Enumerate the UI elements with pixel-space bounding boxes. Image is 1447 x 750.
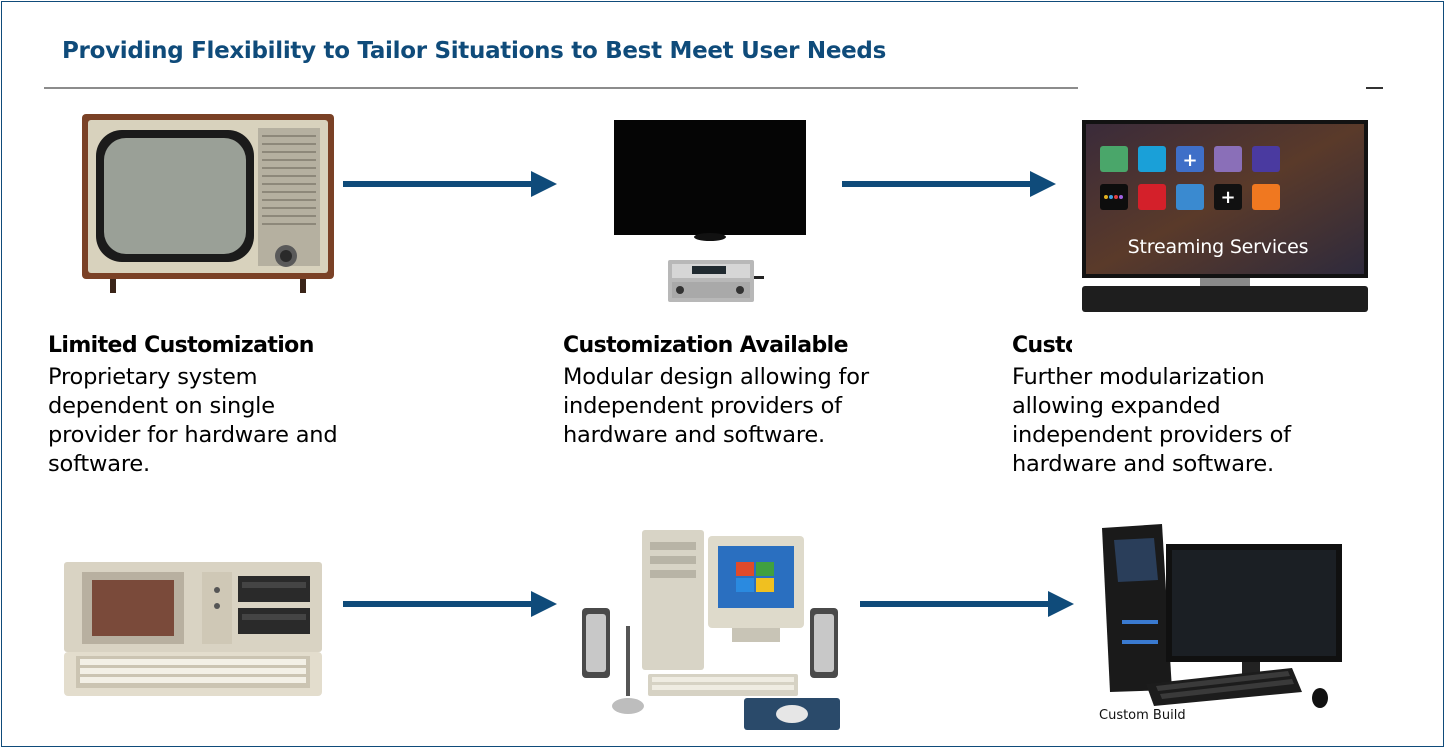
- smart-tv-image: + + Streaming Services: [1082, 120, 1368, 312]
- custom-build-pc-image: [1102, 524, 1342, 708]
- stage-heading: Limited Customization: [48, 333, 314, 358]
- arrow-right-icon: [343, 171, 557, 197]
- vintage-tv-image: [82, 114, 334, 293]
- divider-dash: [1366, 87, 1383, 89]
- stage-available: Customization Available Modular design a…: [563, 333, 883, 450]
- stage-description: Further modularization allowing expanded…: [1012, 364, 1291, 477]
- flat-tv-image: [614, 120, 806, 302]
- arrow-right-icon: [343, 591, 557, 617]
- stage-limited: Limited Customization Proprietary system…: [48, 333, 368, 479]
- vintage-computer-image: [64, 562, 322, 696]
- windows95-pc-image: [582, 530, 840, 730]
- svg-text:+: +: [1220, 187, 1235, 208]
- page-title: Providing Flexibility to Tailor Situatio…: [62, 38, 886, 64]
- streaming-services-label: Streaming Services: [1128, 236, 1309, 258]
- svg-text:+: +: [1182, 150, 1197, 171]
- stage-description: Proprietary system dependent on single p…: [48, 364, 338, 477]
- custom-build-caption: Custom Build: [1099, 708, 1186, 723]
- arrow-right-icon: [860, 591, 1074, 617]
- stage-heading: Customization Available: [563, 333, 849, 358]
- stage-description: Modular design allowing for independent …: [563, 364, 869, 448]
- heading-occlusion: [1072, 326, 1308, 362]
- arrow-right-icon: [842, 171, 1056, 197]
- title-divider: [44, 87, 1078, 89]
